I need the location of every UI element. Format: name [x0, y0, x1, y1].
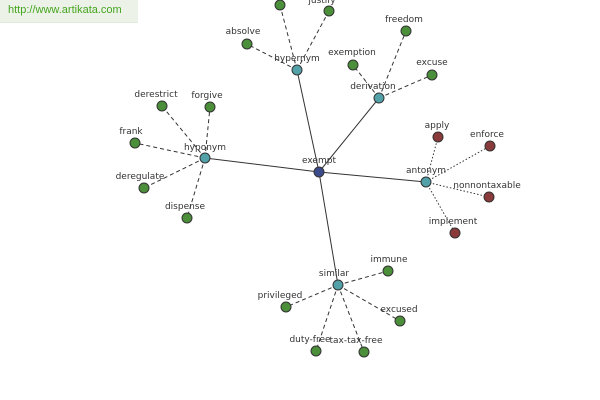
term-node-immune[interactable]: [382, 265, 394, 277]
term-node-excuse[interactable]: [426, 69, 438, 81]
term-label-deregulate[interactable]: deregulate: [116, 172, 165, 182]
term-node-absolve[interactable]: [241, 38, 253, 50]
relation-label-antonym[interactable]: antonym: [406, 166, 446, 176]
edge-derivation-freedom: [378, 30, 407, 99]
term-node-privileged[interactable]: [280, 301, 292, 313]
term-label-excuse[interactable]: excuse: [416, 58, 448, 68]
relation-label-similar[interactable]: similar: [319, 269, 349, 279]
term-label-exemption[interactable]: exemption: [328, 48, 376, 58]
term-node-duty-free[interactable]: [310, 345, 322, 357]
term-label-privileged[interactable]: privileged: [258, 291, 303, 301]
edge-similar-duty-free: [315, 284, 339, 352]
edge-hyponym-forgive: [204, 106, 211, 159]
edge-hyponym-frank: [134, 142, 206, 159]
term-node-justify[interactable]: [323, 5, 335, 17]
edge-antonym-apply: [425, 136, 439, 183]
edge-hyponym-deregulate: [143, 157, 206, 189]
relation-node-hyponym[interactable]: [199, 152, 211, 164]
root-node[interactable]: [313, 166, 325, 178]
term-node-frank[interactable]: [129, 137, 141, 149]
term-node-derestrict[interactable]: [156, 100, 168, 112]
edge-similar-privileged: [285, 284, 339, 308]
term-label-implement[interactable]: implement: [429, 217, 478, 227]
edge-hypernym-absolve: [246, 43, 298, 71]
url-banner: http://www.artikata.com: [0, 0, 138, 23]
edge-similar-immune: [337, 270, 389, 286]
term-node-free[interactable]: [274, 0, 286, 11]
edge-antonym-implement: [425, 181, 456, 234]
term-label-absolve[interactable]: absolve: [226, 27, 261, 37]
term-label-justify[interactable]: justify: [307, 0, 336, 6]
term-label-nonnontaxable[interactable]: nonnontaxable: [453, 181, 521, 191]
edge-root-antonym: [318, 171, 427, 183]
term-node-exemption[interactable]: [347, 59, 359, 71]
term-node-forgive[interactable]: [204, 101, 216, 113]
edge-root-hypernym: [296, 69, 320, 173]
term-node-dispense[interactable]: [181, 212, 193, 224]
term-label-forgive[interactable]: forgive: [191, 91, 223, 101]
edge-similar-tax-tax-free: [337, 284, 365, 353]
edge-hyponym-derestrict: [161, 105, 206, 159]
term-label-freedom[interactable]: freedom: [385, 15, 423, 25]
relation-node-hypernym[interactable]: [291, 64, 303, 76]
term-node-apply[interactable]: [432, 131, 444, 143]
edge-root-hyponym: [204, 157, 320, 173]
edge-hyponym-dispense: [186, 157, 206, 219]
term-label-tax-tax-free[interactable]: tax-tax-free: [330, 336, 383, 346]
term-node-deregulate[interactable]: [138, 182, 150, 194]
root-label[interactable]: exempt: [302, 156, 336, 166]
edge-derivation-exemption: [352, 64, 380, 99]
relation-label-hypernym[interactable]: hypernym: [274, 54, 320, 64]
term-label-dispense[interactable]: dispense: [165, 202, 206, 212]
edge-antonym-nonnontaxable: [425, 181, 490, 198]
term-label-enforce[interactable]: enforce: [470, 130, 504, 140]
edge-root-similar: [318, 171, 339, 286]
relation-node-similar[interactable]: [332, 279, 344, 291]
term-node-excused[interactable]: [394, 315, 406, 327]
relation-label-derivation[interactable]: derivation: [350, 82, 396, 92]
term-node-freedom[interactable]: [400, 25, 412, 37]
term-node-tax-tax-free[interactable]: [358, 346, 370, 358]
edge-antonym-enforce: [425, 145, 491, 183]
edge-similar-excused: [337, 284, 401, 322]
term-label-apply[interactable]: apply: [425, 121, 450, 131]
edge-derivation-excuse: [378, 74, 433, 99]
term-label-duty-free[interactable]: duty-free: [289, 335, 331, 345]
term-label-derestrict[interactable]: derestrict: [134, 90, 178, 100]
term-node-nonnontaxable[interactable]: [483, 191, 495, 203]
edge-root-derivation: [318, 97, 380, 173]
term-node-enforce[interactable]: [484, 140, 496, 152]
relation-node-antonym[interactable]: [420, 176, 432, 188]
term-label-excused[interactable]: excused: [380, 305, 417, 315]
relation-node-derivation[interactable]: [373, 92, 385, 104]
term-label-immune[interactable]: immune: [371, 255, 408, 265]
term-label-frank[interactable]: frank: [119, 127, 143, 137]
site-url-link[interactable]: http://www.artikata.com: [8, 4, 122, 16]
term-node-implement[interactable]: [449, 227, 461, 239]
relation-label-hyponym[interactable]: hyponym: [184, 143, 226, 153]
